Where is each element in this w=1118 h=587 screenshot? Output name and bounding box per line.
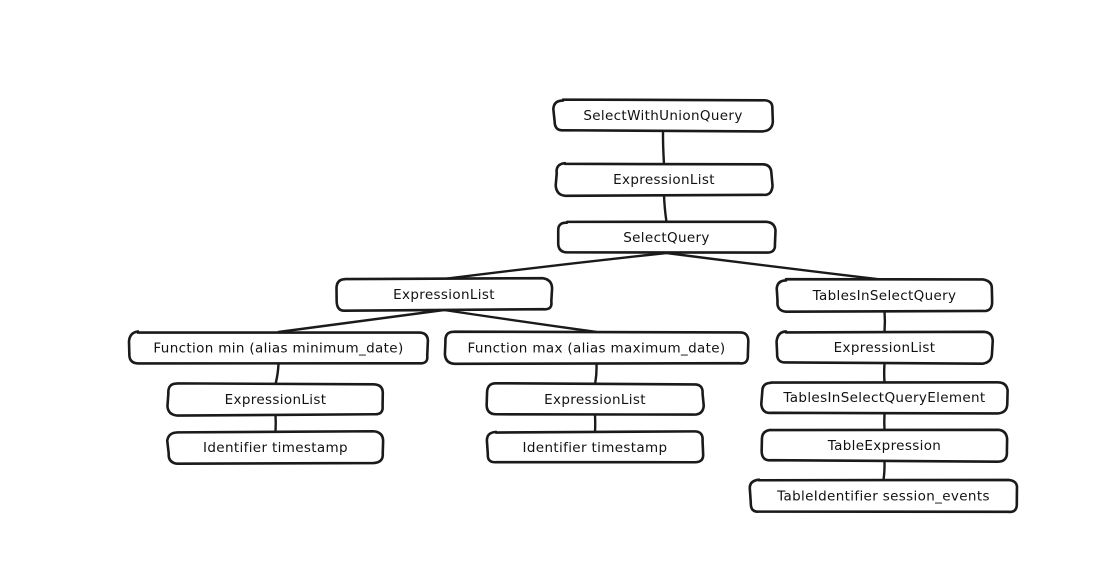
tree-node-box [165, 429, 385, 466]
tree-node[interactable]: TablesInSelectQuery [775, 277, 994, 313]
tree-node[interactable]: ExpressionList [554, 161, 774, 198]
tree-node-box [335, 276, 554, 313]
tree-node-box [554, 161, 774, 198]
tree-node-label: Function max (alias maximum_date) [467, 341, 725, 357]
tree-edge [442, 308, 598, 334]
tree-edge [882, 459, 886, 482]
tree-node-box [760, 428, 1009, 463]
tree-node-box [166, 382, 385, 417]
tree-node-label: ExpressionList [393, 287, 495, 303]
tree-node[interactable]: Function max (alias maximum_date) [443, 330, 750, 366]
tree-node-label: Identifier timestamp [203, 440, 348, 456]
tree-node-box [748, 478, 1019, 514]
tree-node[interactable]: SelectWithUnionQuery [552, 98, 775, 133]
tree-node[interactable]: TableExpression [760, 428, 1009, 463]
tree-node[interactable]: ExpressionList [485, 381, 706, 416]
tree-node-label: TablesInSelectQuery [812, 288, 957, 304]
tree-node[interactable]: TableIdentifier session_events [748, 478, 1019, 514]
tree-node-label: TableIdentifier session_events [776, 489, 990, 505]
tree-node[interactable]: TablesInSelectQueryElement [759, 381, 1009, 415]
tree-node[interactable]: ExpressionList [775, 330, 995, 365]
tree-edge [277, 308, 446, 334]
edges-layer [274, 129, 887, 482]
tree-node[interactable]: ExpressionList [335, 276, 554, 313]
tree-node-box [443, 330, 750, 366]
tree-node[interactable]: Identifier timestamp [485, 430, 705, 464]
nodes-layer: SelectWithUnionQueryExpressionListSelect… [127, 98, 1019, 514]
tree-node-label: Identifier timestamp [523, 440, 668, 456]
tree-node-box [127, 330, 430, 365]
tree-node[interactable]: Identifier timestamp [165, 429, 385, 466]
tree-node-label: SelectQuery [623, 230, 710, 246]
tree-node-box [556, 220, 777, 254]
tree-node[interactable]: Function min (alias minimum_date) [127, 330, 430, 365]
tree-node-label: Function min (alias minimum_date) [153, 341, 403, 357]
tree-node-label: ExpressionList [544, 392, 646, 408]
tree-edge [442, 251, 668, 281]
tree-node-box [485, 430, 705, 464]
tree-edge [593, 362, 598, 386]
tree-edge [274, 362, 280, 386]
tree-node-label: ExpressionList [834, 340, 936, 356]
tree-node-label: TablesInSelectQueryElement [782, 390, 985, 406]
tree-node-box [485, 381, 706, 416]
tree-node[interactable]: SelectQuery [556, 220, 777, 254]
tree-node-label: TableExpression [827, 438, 941, 454]
tree-node[interactable]: ExpressionList [166, 382, 385, 417]
tree-node-box [775, 330, 995, 365]
tree-edge [662, 193, 668, 224]
tree-node-label: SelectWithUnionQuery [583, 108, 742, 124]
tree-edge [665, 251, 886, 282]
tree-node-label: ExpressionList [225, 392, 327, 408]
tree-node-box [552, 98, 775, 133]
tree-node-box [759, 381, 1009, 415]
tree-node-box [775, 277, 994, 313]
tree-node-label: ExpressionList [613, 172, 715, 188]
tree-edge [661, 129, 666, 166]
